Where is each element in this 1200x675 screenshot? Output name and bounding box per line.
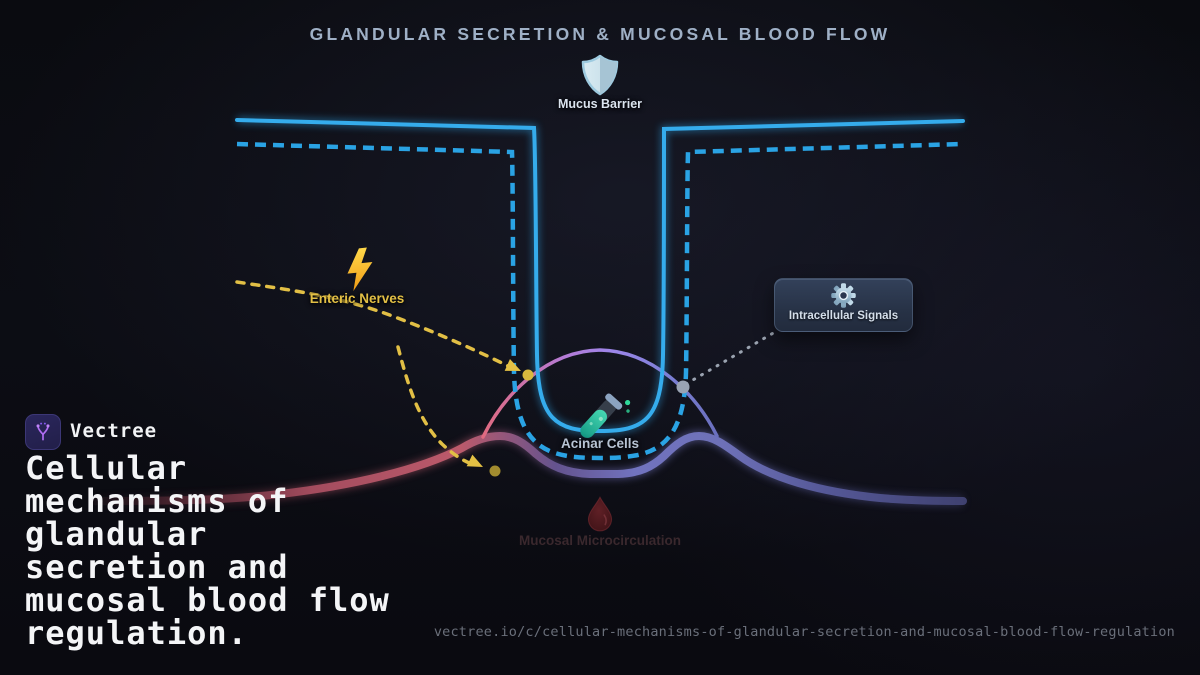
page-url: vectree.io/c/cellular-mechanisms-of-glan… bbox=[433, 624, 1175, 640]
headline-text: Cellular mechanisms of glandular secreti… bbox=[25, 452, 445, 650]
acinar-arc-curve bbox=[481, 348, 719, 439]
headline-line: mechanisms of bbox=[25, 482, 289, 520]
signal-connector-line bbox=[684, 330, 777, 386]
page-title: GLANDULAR SECRETION & MUCOSAL BLOOD FLOW bbox=[309, 24, 891, 44]
mucus-barrier-label: Mucus Barrier bbox=[557, 97, 643, 111]
mucosal-microcirculation-label: Mucosal Microcirculation bbox=[518, 533, 682, 548]
headline-line: mucosal blood flow bbox=[25, 581, 390, 619]
synapse-dot-upper bbox=[522, 369, 534, 381]
headline-line: regulation. bbox=[25, 614, 248, 652]
intracellular-signals-label: Intracellular Signals bbox=[788, 310, 899, 322]
intracellular-signals-card: Intracellular Signals bbox=[774, 278, 913, 332]
synapse-dot-lower bbox=[489, 465, 501, 477]
mucosal-vessel-curve bbox=[91, 431, 967, 505]
acinar-cells-label: Acinar Cells bbox=[560, 436, 640, 451]
enteric-nerves-label: Enteric Nerves bbox=[309, 291, 405, 306]
headline-line: Cellular bbox=[25, 449, 188, 487]
headline-line: glandular bbox=[25, 515, 208, 553]
shield-icon bbox=[581, 54, 619, 96]
brand-name: Vectree bbox=[70, 420, 158, 442]
lightning-icon bbox=[347, 247, 373, 292]
blood-drop-icon bbox=[587, 496, 613, 532]
vectree-logo-icon bbox=[25, 414, 61, 450]
membrane-dashed-line bbox=[236, 141, 964, 461]
nerve-arrowheads bbox=[466, 358, 521, 467]
enteric-nerve-paths bbox=[235, 280, 512, 466]
signal-node-dot bbox=[676, 380, 690, 394]
gear-icon bbox=[830, 282, 857, 309]
headline-line: secretion and bbox=[25, 548, 289, 586]
test-tube-icon bbox=[580, 393, 631, 438]
membrane-solid-line bbox=[235, 118, 965, 434]
